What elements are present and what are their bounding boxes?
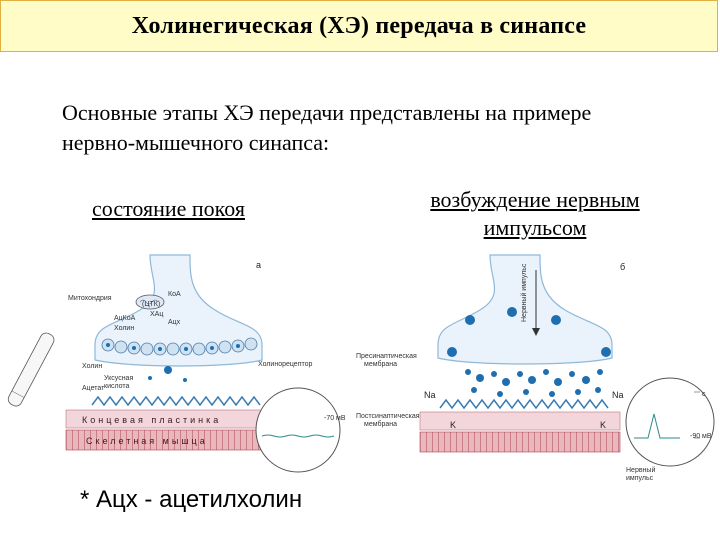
- postsynaptic-membrane-a: [92, 397, 260, 405]
- ach-molecules-a: [148, 366, 187, 382]
- nerve-impulse-label-1: Нервный: [626, 466, 655, 474]
- choline-label: Холин: [82, 363, 102, 370]
- oscilloscope-a: [256, 388, 340, 472]
- excited-heading-line-2: импульсом: [420, 214, 650, 242]
- muscle-label: Скелетная мышца: [86, 436, 208, 446]
- title-banner: Холинегическая (ХЭ) передача в синапсе: [0, 0, 718, 52]
- nerve-impulse-vertical-label: Нервный импульс: [520, 263, 528, 322]
- excited-state-heading: возбуждение нервным импульсом: [420, 186, 650, 242]
- chat-label: ХАц: [150, 311, 163, 318]
- tca-label: (ЦТК): [142, 301, 160, 308]
- page-title: Холинегическая (ХЭ) передача в синапсе: [132, 13, 587, 40]
- panel-b: б Нервный импульс Пресинаптическая мембр…: [356, 255, 714, 482]
- mitochondria-label: Митохондрия: [68, 295, 112, 302]
- intro-line-1: Основные этапы ХЭ передачи представлены …: [62, 98, 682, 128]
- panel-a: а Концевая пластинка Скелетная мышца: [6, 255, 346, 472]
- c-label: с: [702, 391, 706, 398]
- syringe-icon: [6, 331, 56, 408]
- presynaptic-label-2: мембрана: [364, 360, 397, 368]
- postsynaptic-label-2: мембрана: [364, 420, 397, 428]
- excited-heading-line-1: возбуждение нервным: [420, 186, 650, 214]
- muscle-b: [420, 432, 620, 452]
- potential-a-label: -70 мВ: [324, 415, 346, 422]
- intro-line-2: нервно-мышечного синапса:: [62, 128, 682, 158]
- postsynaptic-membrane-b: [440, 400, 608, 408]
- cholinoreceptor-label: Холинорецептор: [258, 361, 313, 368]
- potential-b-label: -90 мВ: [690, 433, 712, 440]
- panel-a-letter: а: [256, 260, 261, 270]
- acetylcoa-label: АцКоА: [114, 315, 136, 322]
- nerve-impulse-label-2: импульс: [626, 475, 654, 482]
- k-left-label: K: [450, 420, 456, 430]
- oscilloscope-b: [626, 378, 714, 466]
- presynaptic-label-1: Пресинаптическая: [356, 353, 417, 360]
- na-left-label: Na: [424, 390, 436, 400]
- synapse-diagram: а Концевая пластинка Скелетная мышца: [0, 250, 720, 490]
- panel-b-letter: б: [620, 262, 625, 272]
- k-right-label: K: [600, 420, 606, 430]
- acetic-acid-label-1: Уксусная: [104, 375, 133, 382]
- end-plate-label: Концевая пластинка: [82, 415, 221, 425]
- ach-cloud-b: [465, 369, 603, 397]
- postsynaptic-label-1: Постсинаптическая: [356, 413, 420, 420]
- acetate-label: Ацетат: [82, 385, 105, 392]
- rest-state-heading: состояние покоя: [92, 196, 245, 222]
- ach-label: Ацх: [168, 319, 181, 326]
- acetic-acid-label-2: кислота: [104, 383, 130, 390]
- choline-transport-label: Холин: [114, 325, 134, 332]
- coa-label: КоА: [168, 291, 181, 298]
- na-right-label: Na: [612, 390, 624, 400]
- intro-text: Основные этапы ХЭ передачи представлены …: [62, 98, 682, 158]
- footnote: * Ацх - ацетилхолин: [80, 486, 302, 514]
